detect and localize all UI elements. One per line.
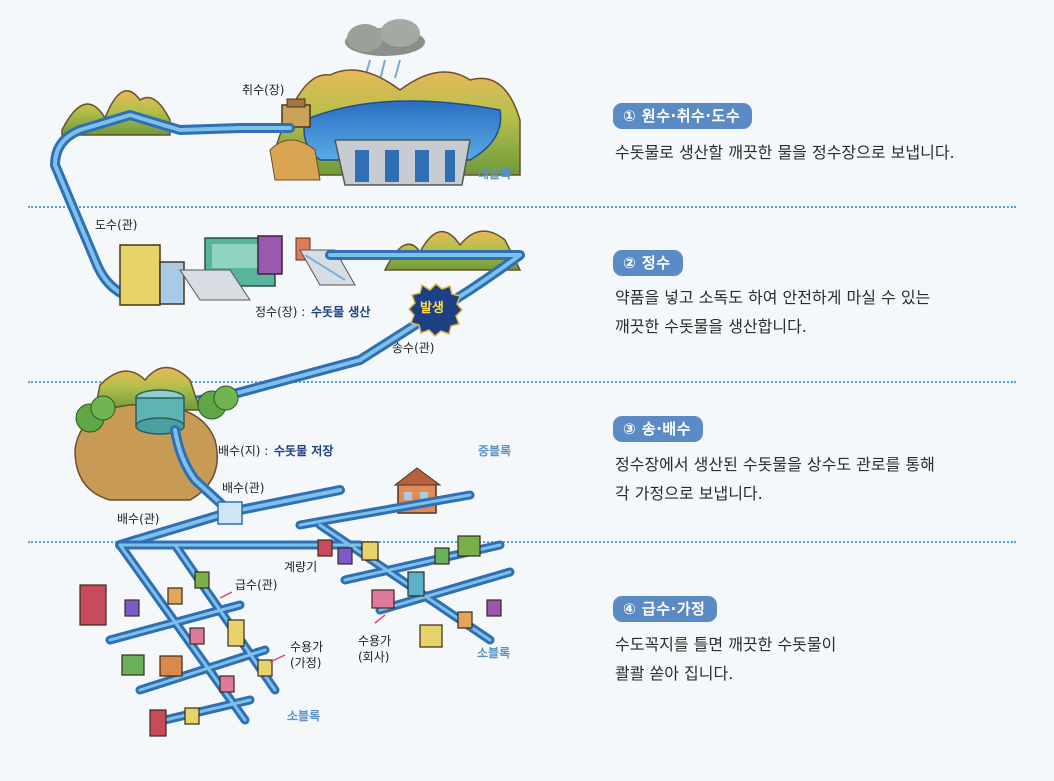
arrow-icon <box>219 591 386 663</box>
stage-1-description: 수돗물로 생산할 깨끗한 물을 정수장으로 보냅니다. <box>615 143 955 162</box>
stage-4-badge: ④ 급수·가정 <box>613 596 718 622</box>
houses <box>79 535 502 737</box>
reservoir-label: 배수(지) : <box>218 444 268 458</box>
large-block-label: 대블록 <box>478 166 511 181</box>
cloud-icon <box>345 19 425 81</box>
stage-3-badge: ③ 송·배수 <box>613 416 704 442</box>
water-supply-diagram: 취수(장) 대블록 도수(관) 발생 정수(장) : 수돗물 생산 송수(관) <box>50 19 525 737</box>
intake-label: 취수(장) <box>242 83 284 97</box>
purification-plant-role: 수돗물 생산 <box>311 304 370 319</box>
distribution-junction <box>217 501 243 525</box>
distribution-pipe-label-2: 배수(관) <box>117 512 159 526</box>
supply-pipe-label: 급수(관) <box>235 578 277 592</box>
mountain-lake-dam <box>269 69 521 186</box>
stage-4-description: 수도꼭지를 틀면 깨끗한 수돗물이 콸콸 쏟아 집니다. <box>615 635 837 683</box>
medium-block-label: 중블록 <box>478 443 511 458</box>
intake-building <box>281 98 311 128</box>
conveyance-pipe-label: 도수(관) <box>95 218 137 232</box>
consumer-company-label: 수용가 <box>358 634 391 648</box>
reservoir-hill <box>74 366 239 501</box>
purification-plant <box>119 235 356 306</box>
consumer-company-sublabel: (회사) <box>358 650 389 664</box>
reservoir-role: 수돗물 저장 <box>274 443 333 458</box>
stage-3-description: 정수장에서 생산된 수돗물을 상수도 관로를 통해 각 가정으로 보냅니다. <box>615 455 935 503</box>
consumer-home-label: 수용가 <box>290 640 323 654</box>
distribution-pipe-label-1: 배수(관) <box>222 481 264 495</box>
stage-2-badge: ② 정수 <box>613 250 683 276</box>
section-divider-2 <box>28 381 1016 383</box>
section-divider-1 <box>28 206 1016 208</box>
stage-1-badge: ① 원수·취수·도수 <box>613 103 753 129</box>
meter-label: 계량기 <box>284 560 317 574</box>
small-block-label-bottom: 소블록 <box>287 708 320 723</box>
section-divider-3 <box>28 541 1016 543</box>
small-block-label-right: 소블록 <box>477 645 510 660</box>
occurrence-badge-text: 발생 <box>420 300 444 316</box>
occurrence-badge: 발생 <box>407 282 464 338</box>
transmission-pipe-label: 송수(관) <box>392 341 434 355</box>
consumer-home-sublabel: (가정) <box>290 656 321 670</box>
purification-plant-label: 정수(장) : <box>255 305 305 319</box>
stage-2-description: 약품을 넣고 소독도 하여 안전하게 마실 수 있는 깨끗한 수돗물을 생산합니… <box>615 288 931 336</box>
